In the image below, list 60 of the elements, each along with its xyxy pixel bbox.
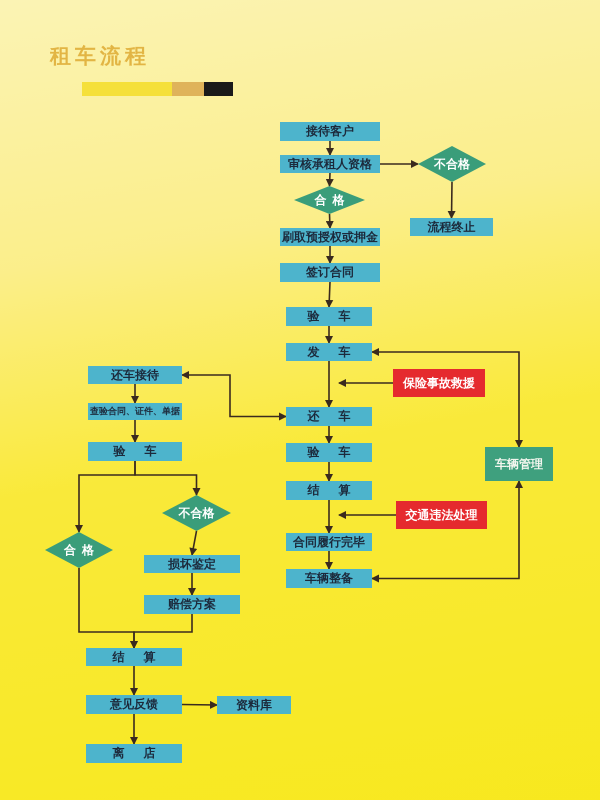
decision-diamond <box>45 532 113 568</box>
process-box: 离店 <box>86 744 182 763</box>
arrow <box>371 348 523 448</box>
arrow <box>131 420 139 443</box>
arrow <box>326 172 334 187</box>
process-box: 意见反馈 <box>86 695 182 714</box>
arrow <box>189 530 198 556</box>
arrow <box>325 462 333 482</box>
arrow <box>325 282 334 308</box>
process-box: 资料库 <box>217 696 291 714</box>
arrow <box>448 182 456 219</box>
process-box: 发车 <box>286 343 372 361</box>
diamond-label: 不合格 <box>434 156 470 172</box>
alert-box: 交通违法处理 <box>396 501 487 529</box>
process-box: 验车 <box>286 443 372 462</box>
arrow <box>181 371 287 420</box>
arrow <box>188 573 196 596</box>
arrow <box>182 700 218 709</box>
arrow <box>130 714 138 745</box>
arrow <box>380 160 419 168</box>
side-box: 车辆管理 <box>485 447 553 481</box>
diamond-label: 不合格 <box>178 504 214 522</box>
process-box: 接待客户 <box>280 122 380 141</box>
process-box: 损坏鉴定 <box>144 555 240 573</box>
process-box: 验车 <box>286 307 372 326</box>
process-box: 赔偿方案 <box>144 595 240 614</box>
process-box: 刷取预授权或押金 <box>280 228 380 246</box>
arrow <box>134 461 200 496</box>
process-box: 验车 <box>88 442 182 461</box>
arrow <box>325 500 333 534</box>
arrow <box>325 426 333 444</box>
arrow <box>131 384 139 404</box>
arrow <box>326 214 334 229</box>
arrow <box>326 141 334 156</box>
decision-diamond <box>418 146 486 182</box>
title: 租车流程 <box>50 42 150 70</box>
alert-box: 保险事故救援 <box>393 369 485 397</box>
decision-diamond <box>162 495 231 531</box>
process-box: 还车接待 <box>88 366 182 384</box>
process-box: 车辆整备 <box>286 569 372 588</box>
process-box: 审核承租人资格 <box>280 155 380 173</box>
arrow <box>371 480 523 582</box>
process-box: 结算 <box>286 481 372 500</box>
process-box: 流程终止 <box>410 218 493 236</box>
arrow <box>130 666 138 696</box>
arrow <box>326 246 334 264</box>
arrow <box>325 551 333 570</box>
arrow <box>325 361 333 408</box>
arrow <box>325 326 333 344</box>
decision-diamond <box>294 186 365 214</box>
process-box: 合同履行完毕 <box>286 533 372 551</box>
process-box: 还车 <box>286 407 372 426</box>
arrow <box>338 511 396 519</box>
diamond-label: 合格 <box>64 542 100 558</box>
arrow <box>130 614 193 649</box>
process-box: 签订合同 <box>280 263 380 282</box>
arrow <box>338 379 393 387</box>
process-box: 结算 <box>86 648 182 666</box>
process-box: 查验合同、证件、单据 <box>88 403 182 420</box>
diamond-label: 合格 <box>314 192 350 208</box>
